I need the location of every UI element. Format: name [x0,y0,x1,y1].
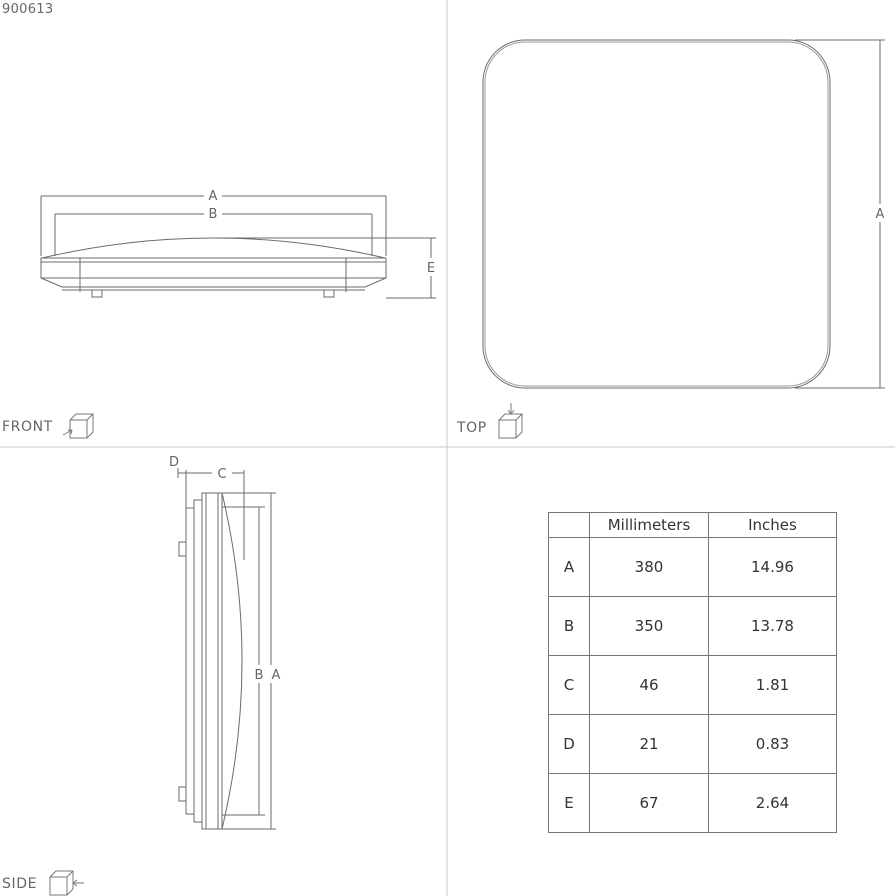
row-in: 0.83 [708,714,837,774]
table-row: E 67 2.64 [548,773,837,833]
row-mm: 350 [589,596,709,656]
table-header-row: Millimeters Inches [548,512,837,538]
row-in: 14.96 [708,537,837,597]
row-label: A [548,537,590,597]
row-mm: 46 [589,655,709,715]
table-header-inches: Inches [708,512,837,538]
table-row: A 380 14.96 [548,537,837,597]
side-view-label: SIDE [2,876,38,892]
side-dim-a-label: A [272,668,281,683]
front-view-label: FRONT [2,419,53,435]
row-mm: 380 [589,537,709,597]
row-in: 2.64 [708,773,837,833]
row-label: E [548,773,590,833]
product-code: 900613 [2,2,54,17]
table-header-corner [548,512,590,538]
front-dim-a-label: A [209,189,218,204]
row-label: C [548,655,590,715]
row-label: B [548,596,590,656]
row-in: 13.78 [708,596,837,656]
side-view-drawing [177,468,276,830]
row-mm: 67 [589,773,709,833]
front-dim-b-label: B [209,207,218,222]
top-view-label: TOP [457,420,487,436]
row-in: 1.81 [708,655,837,715]
front-view-icon [62,413,94,439]
table-row: B 350 13.78 [548,596,837,656]
side-dim-d-label: D [169,455,179,470]
top-view-icon [498,403,523,439]
side-view-icon [49,870,84,896]
front-view-drawing [40,195,436,299]
dimensions-table: Millimeters Inches A 380 14.96 B 350 13.… [548,512,837,833]
side-dim-b-label: B [255,668,264,683]
table-row: D 21 0.83 [548,714,837,774]
front-dim-e-label: E [427,261,435,276]
row-mm: 21 [589,714,709,774]
top-view-drawing [482,39,885,389]
row-label: D [548,714,590,774]
table-row: C 46 1.81 [548,655,837,715]
side-dim-c-label: C [217,467,226,482]
table-header-millimeters: Millimeters [589,512,709,538]
top-dim-a-label: A [876,207,885,222]
